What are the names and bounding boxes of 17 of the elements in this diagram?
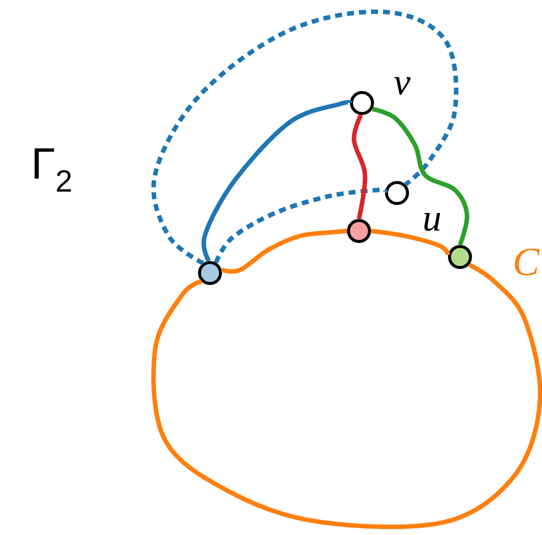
- vertex-label: u: [424, 213, 440, 231]
- vertex-circle: [198, 261, 222, 285]
- curve: [214, 188, 388, 264]
- curve: [372, 106, 470, 246]
- curve: [352, 114, 368, 220]
- vertex-circle: [385, 181, 409, 205]
- curve: [202, 100, 351, 262]
- curve: [221, 228, 348, 274]
- vertex-circle: [347, 219, 371, 243]
- graph-label: Γ$_{2}$: [34, 148, 71, 192]
- curve: [151, 10, 458, 266]
- vertex-label: v: [394, 77, 410, 95]
- vertex-circle: [350, 91, 374, 115]
- vertex-circle: [448, 245, 472, 269]
- curve: [151, 262, 542, 530]
- curve: [370, 228, 450, 256]
- cycle-label: C: [514, 248, 540, 276]
